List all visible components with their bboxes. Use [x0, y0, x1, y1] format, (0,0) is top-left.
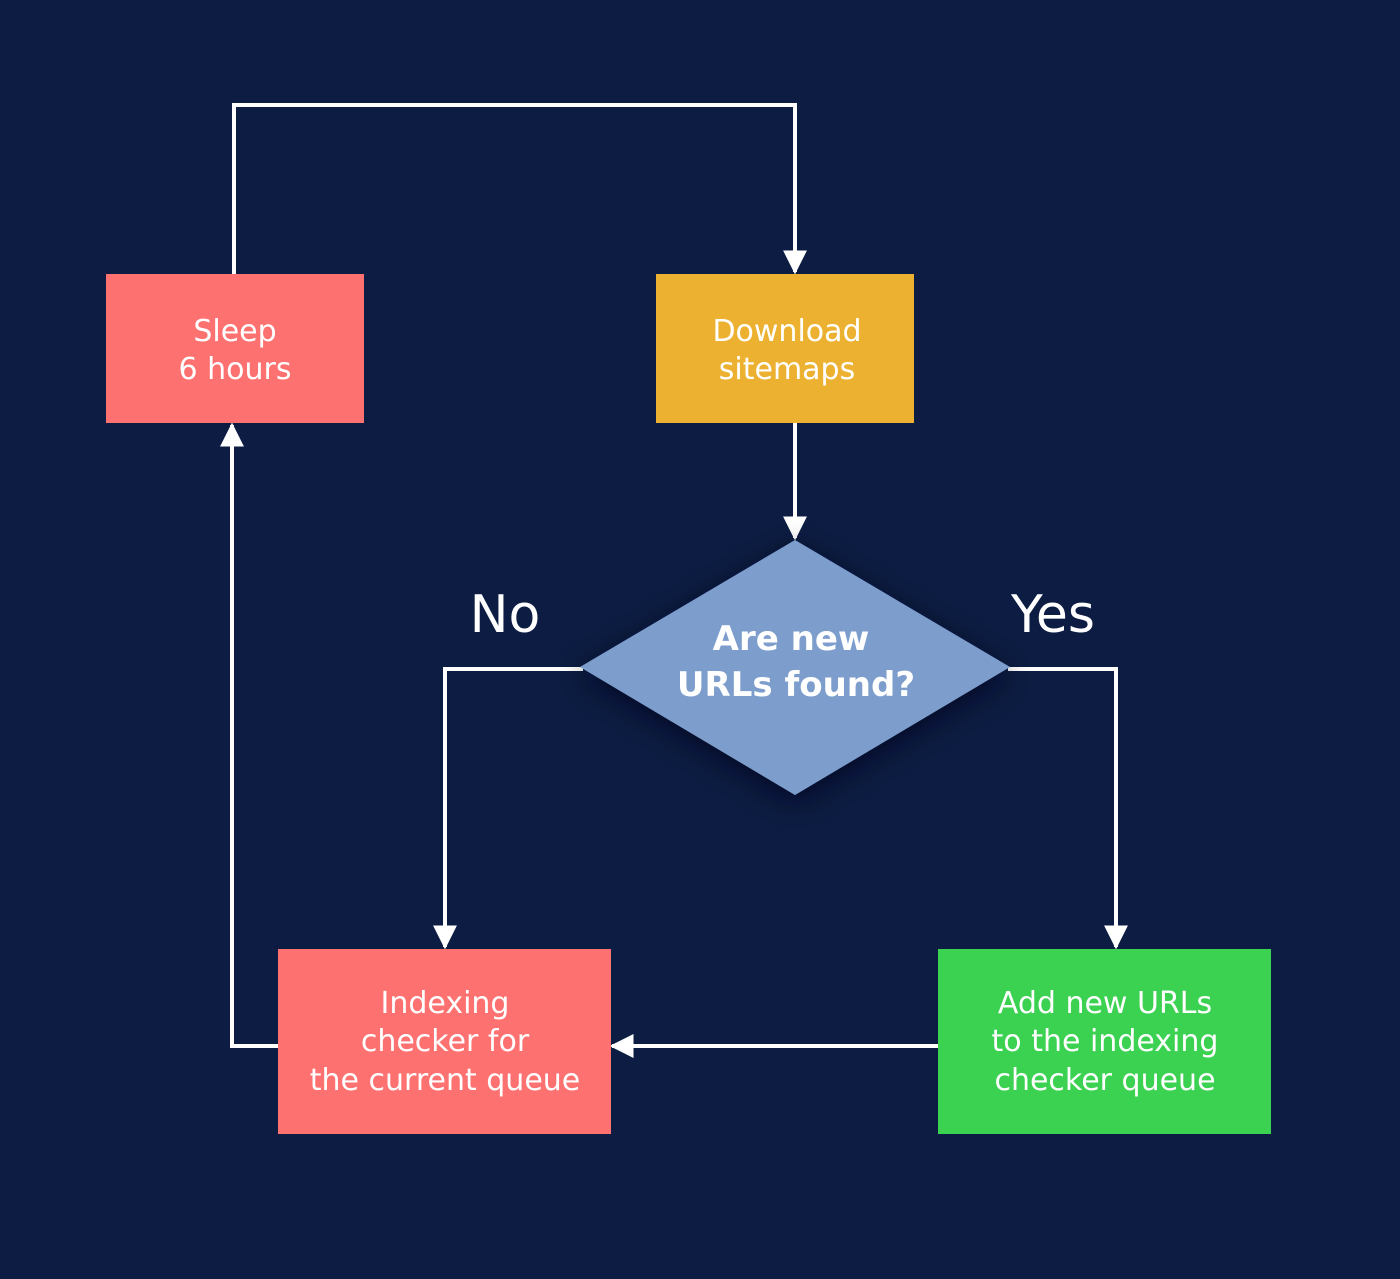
node-add-urls: Add new URLs to the indexing checker que… [938, 949, 1271, 1134]
node-decision-diamond [580, 540, 1010, 795]
node-decision-line1: Are new [713, 619, 870, 659]
node-add-urls-box [938, 949, 1271, 1134]
node-download-line2: sitemaps [719, 352, 855, 387]
edge-decision-no-to-indexing [433, 667, 583, 950]
node-sleep-box [106, 274, 364, 423]
node-add-urls-line2: to the indexing [992, 1024, 1219, 1059]
node-download: Download sitemaps [656, 274, 914, 423]
node-add-urls-line1: Add new URLs [998, 986, 1212, 1021]
node-download-box [656, 274, 914, 423]
node-decision-line2: URLs found? [677, 665, 915, 705]
node-sleep: Sleep 6 hours [106, 274, 364, 423]
node-indexing-line2: checker for [361, 1024, 530, 1059]
node-download-line1: Download [712, 314, 861, 349]
edge-indexing-to-sleep [220, 422, 278, 1048]
node-decision: Are new URLs found? [580, 540, 1010, 795]
node-add-urls-line3: checker queue [994, 1063, 1215, 1098]
node-sleep-line1: Sleep [193, 314, 276, 349]
node-indexing-box [278, 949, 611, 1134]
edge-decision-yes-to-add-urls [1008, 667, 1128, 950]
node-indexing-line3: the current queue [310, 1063, 581, 1098]
node-sleep-line2: 6 hours [179, 352, 292, 387]
label-no: No [470, 585, 541, 645]
node-indexing: Indexing checker for the current queue [278, 949, 611, 1134]
label-yes: Yes [1010, 585, 1095, 645]
edge-sleep-to-download [232, 103, 807, 275]
node-indexing-line1: Indexing [381, 986, 510, 1021]
